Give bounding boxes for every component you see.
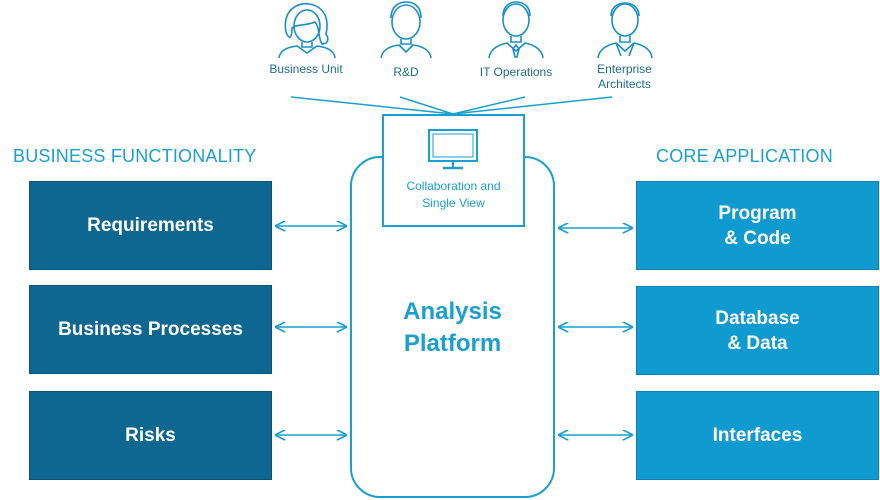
role-label-enterprise-architects: Enterprise Architects xyxy=(597,62,652,91)
core-application-heading: CORE APPLICATION xyxy=(656,146,833,166)
business-processes-box: Business Processes xyxy=(29,285,272,374)
monitor-icon xyxy=(428,129,478,170)
requirements-box: Requirements xyxy=(29,181,272,270)
woman-person-icon xyxy=(278,2,336,59)
man-suit-person-icon xyxy=(597,2,653,59)
man-person-icon xyxy=(380,1,432,59)
database-data-box: Database & Data xyxy=(636,286,879,375)
interfaces-box: Interfaces xyxy=(636,391,879,480)
role-line-enterprise-architects xyxy=(452,96,613,115)
role-line-business-unit xyxy=(290,96,454,115)
program-code-box: Program & Code xyxy=(636,181,879,270)
risks-box: Risks xyxy=(29,391,272,480)
collaboration-view-box xyxy=(382,114,525,227)
role-line-it-operations xyxy=(452,96,526,115)
business-functionality-heading: BUSINESS FUNCTIONALITY xyxy=(13,146,257,166)
role-line-rd xyxy=(399,96,454,115)
role-label-it-operations: IT Operations xyxy=(479,65,553,79)
man-tie-person-icon xyxy=(488,1,544,59)
role-label-rd: R&D xyxy=(393,65,419,79)
analysis-platform-title: Analysis Platform xyxy=(403,298,502,357)
collaboration-view-label: Collaboration and Single View xyxy=(406,179,501,210)
role-label-business-unit: Business Unit xyxy=(269,62,343,76)
